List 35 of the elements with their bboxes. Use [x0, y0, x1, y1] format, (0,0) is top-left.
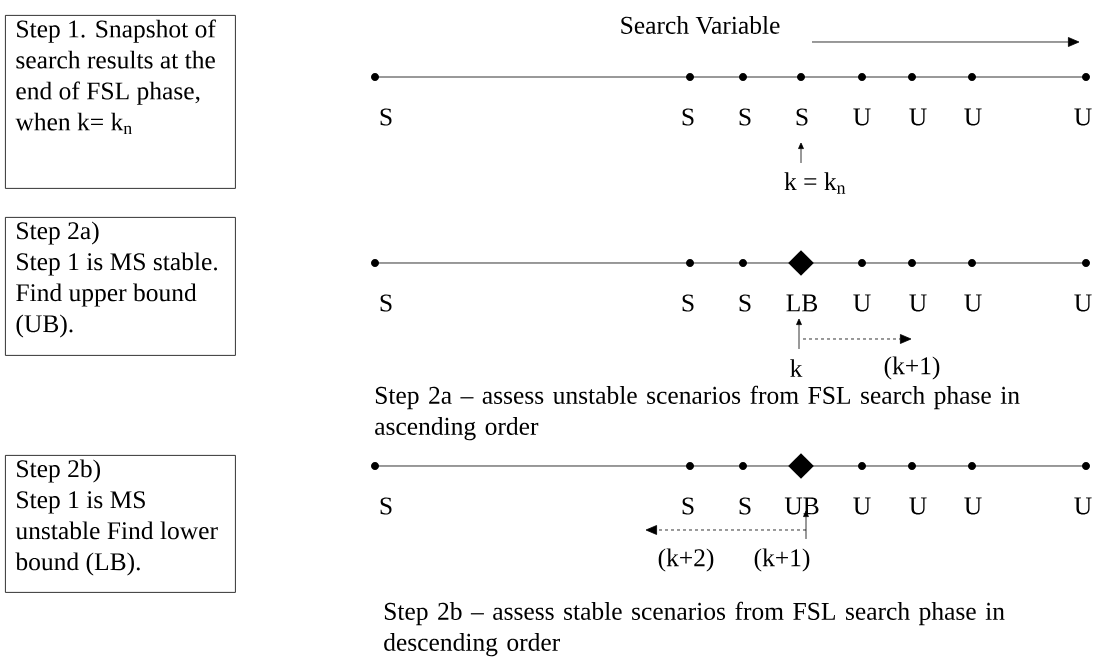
point-label: S — [739, 294, 751, 312]
point-label: S — [739, 108, 751, 126]
point-label: U — [964, 497, 982, 515]
step-note: Step 2a – assess unstable scenarios from FSL search phase in ascending order — [375, 385, 1020, 441]
point-label: LB — [786, 294, 818, 312]
pointer-label: (k+2) — [658, 548, 714, 572]
point-label: S — [796, 108, 808, 126]
step-box: Step 1. Snapshot of search results at the end of FSL phase, when k= k$_{n}$ — [5, 15, 236, 189]
point-label: U — [909, 108, 927, 126]
point-label: U — [964, 108, 982, 126]
pointer-label: k = k$_{n}$ — [784, 172, 846, 194]
point-label: S — [380, 497, 392, 515]
point-label: U — [909, 294, 927, 312]
point-label: UB — [784, 497, 819, 515]
point-label: U — [1074, 108, 1092, 126]
point-label: U — [853, 294, 871, 312]
point-label: S — [682, 108, 694, 126]
point-label: U — [853, 108, 871, 126]
pointer-label: (k+1) — [754, 548, 810, 572]
point-label: U — [853, 497, 871, 515]
point-label: S — [380, 294, 392, 312]
step-note: Step 2b – assess stable scenarios from FSL search phase in descending order — [384, 601, 1005, 657]
point-label: S — [682, 497, 694, 515]
point-label: S — [380, 108, 392, 126]
step-box: Step 2a) Step 1 is MS stable. Find upper bound (UB). — [5, 217, 236, 356]
axis-label: Search Variable — [621, 15, 780, 35]
point-label: U — [964, 294, 982, 312]
pointer-label: k — [790, 359, 803, 377]
point-label: S — [682, 294, 694, 312]
step-box: Step 2b) Step 1 is MS unstable Find lower bound (LB). — [5, 455, 236, 593]
point-label: U — [1074, 497, 1092, 515]
point-label: U — [1074, 294, 1092, 312]
pointer-label: (k+1) — [884, 356, 940, 380]
point-label: S — [739, 497, 751, 515]
point-label: U — [909, 497, 927, 515]
